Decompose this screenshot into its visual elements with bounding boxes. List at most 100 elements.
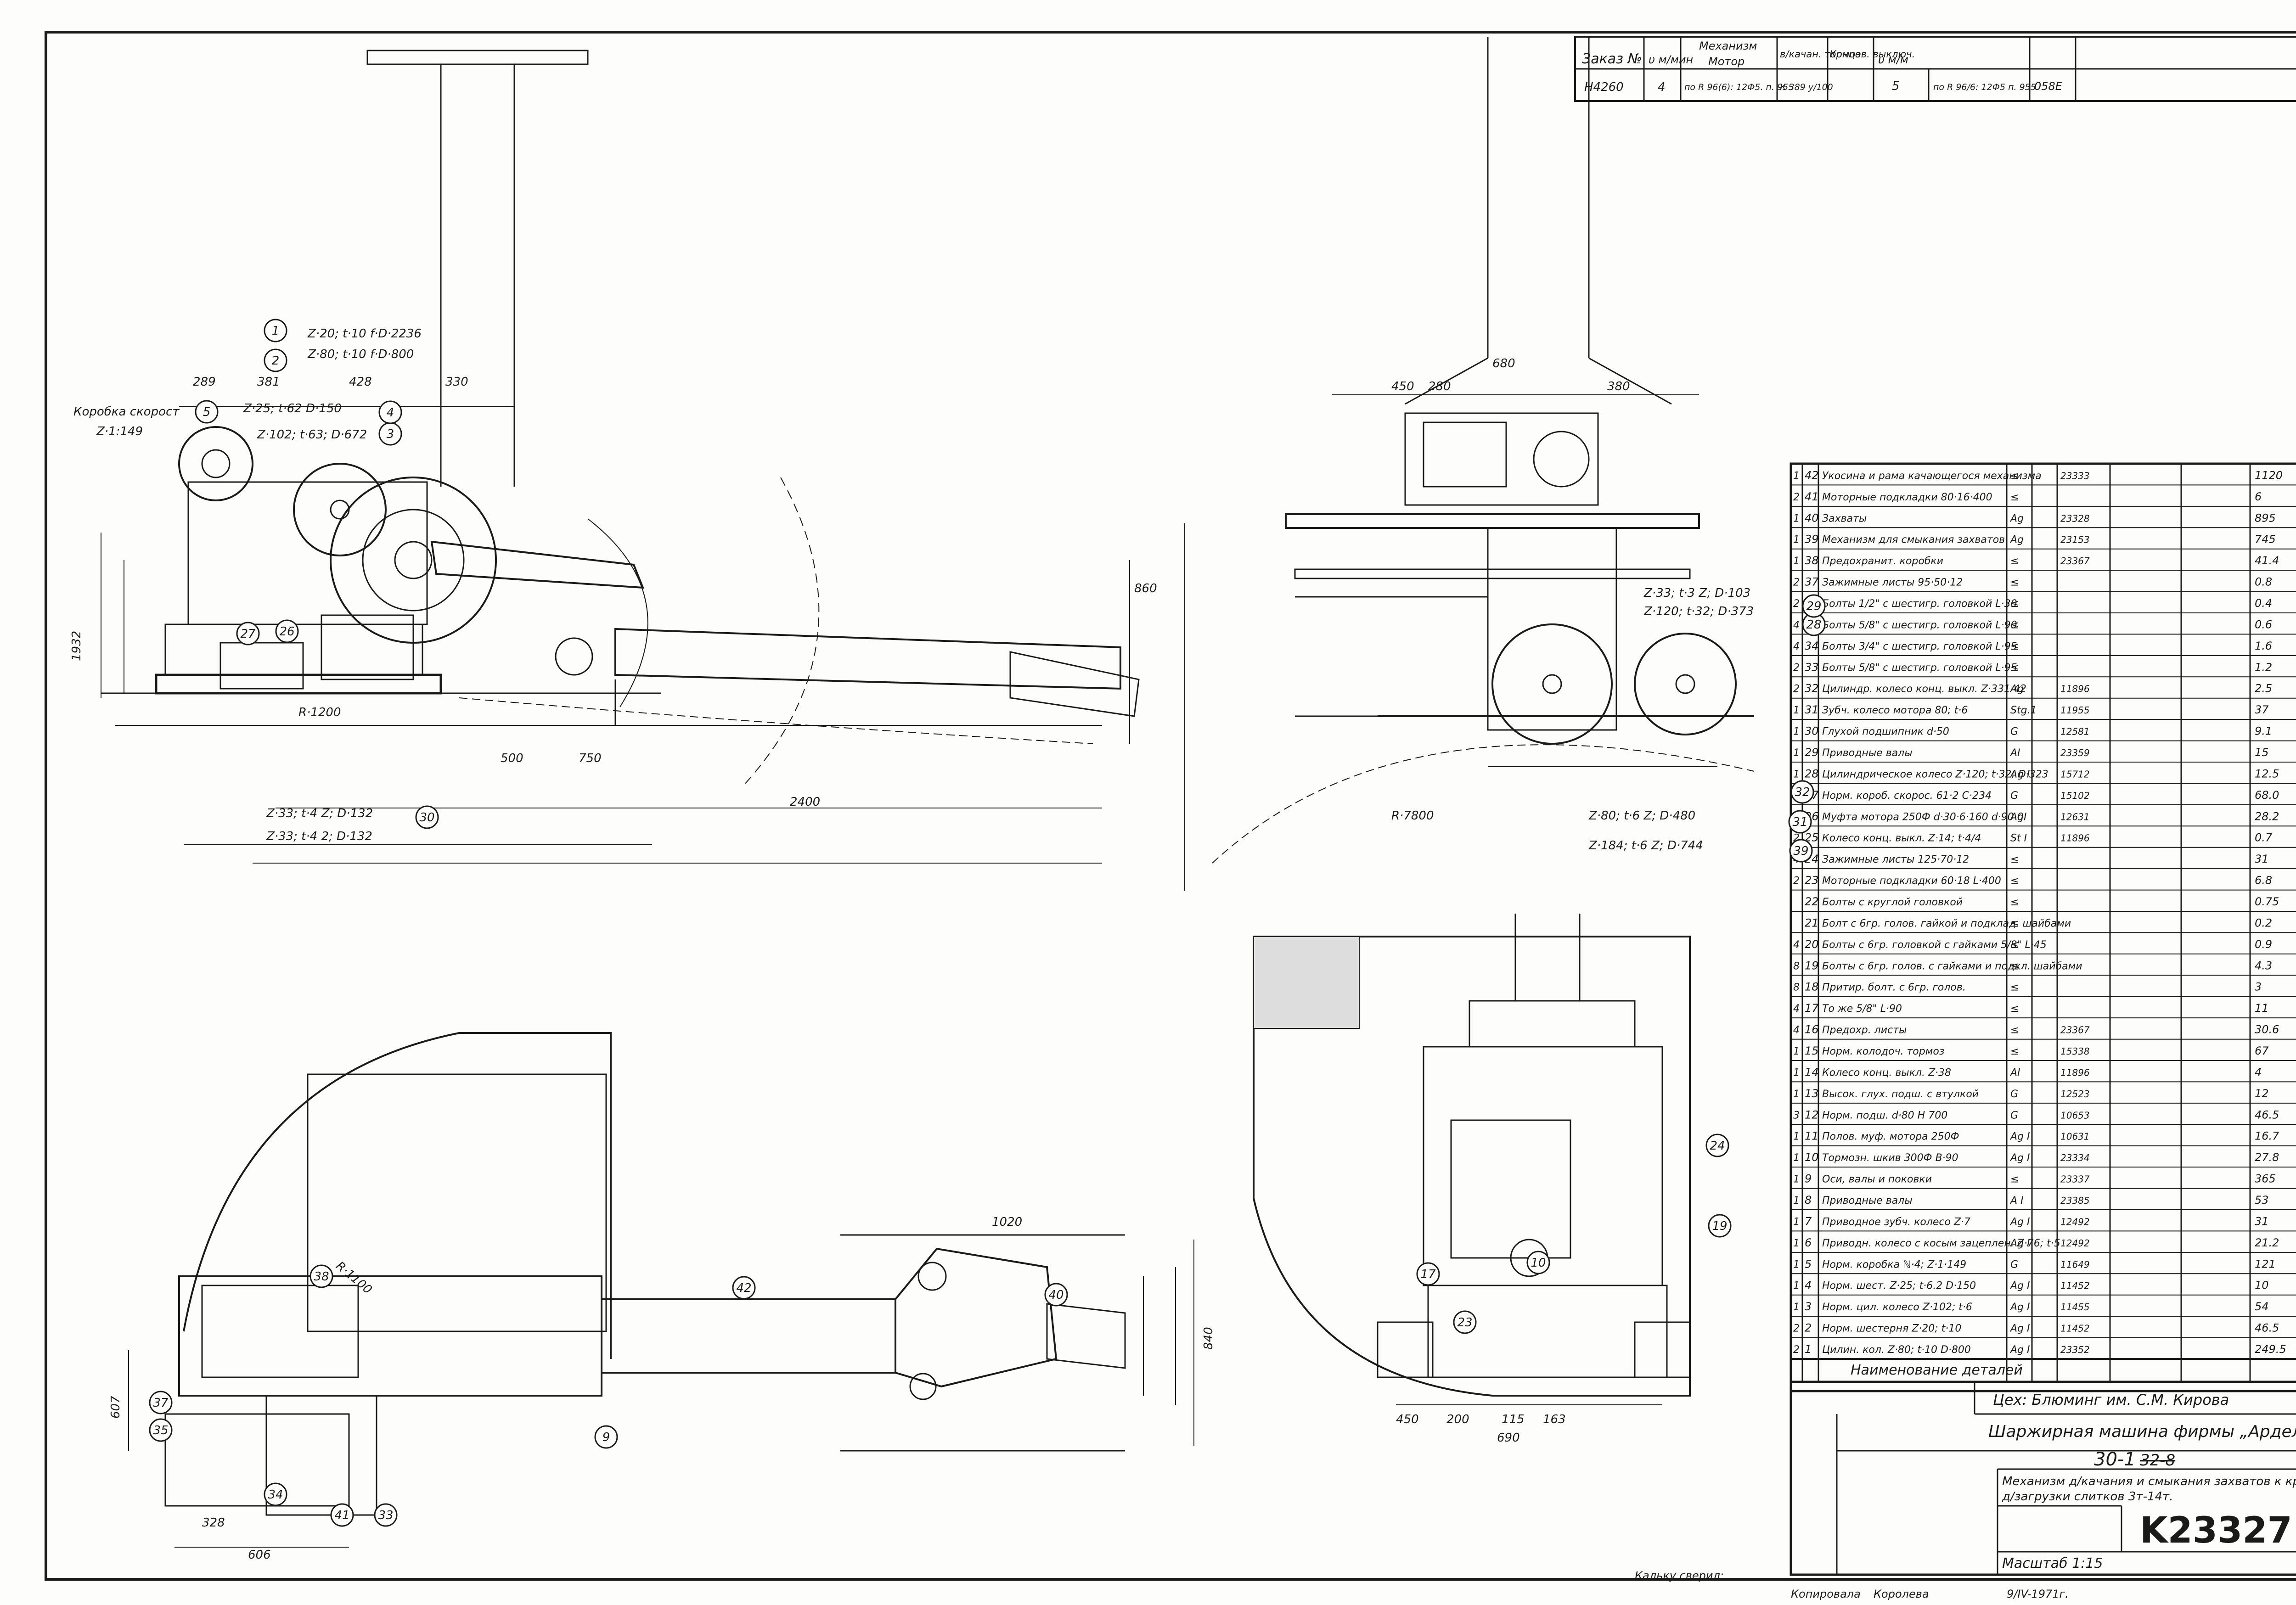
parts-cell-pos: 2 — [1793, 577, 1800, 589]
balloon-number: 37 — [153, 1396, 169, 1410]
parts-cell-n: 31 — [1805, 703, 1819, 716]
parts-cell-n: 34 — [1805, 640, 1819, 652]
parts-cell-name: Оси, валы и поковки — [1822, 1174, 1932, 1185]
parts-cell-m: 41.4 — [2255, 554, 2279, 567]
parts-cell-n: 40 — [1805, 511, 1819, 524]
parts-cell-name: Болты с 6гр. голов. с гайками и подкл. ш… — [1822, 960, 2082, 972]
order-header-motor: Мотор — [1708, 55, 1745, 68]
dim-450-b: 450 — [1396, 1413, 1419, 1426]
parts-cell-pos: 2 — [1793, 598, 1800, 610]
parts-cell-m: 0.8 — [2255, 576, 2272, 589]
balloon-number: 38 — [314, 1270, 329, 1284]
parts-cell-ref: 23328 — [2060, 513, 2090, 524]
balloon-circle — [1416, 1262, 1440, 1286]
label-gear-30b: Z·33; t·4 2; D·132 — [266, 830, 372, 843]
parts-cell-mat: Ag I — [2009, 769, 2030, 780]
side-view-labels: Коробка скорост Z·1:149 Z·20; t·10 f·D·2… — [70, 327, 1157, 843]
parts-cell-mat: Ag I — [2009, 1302, 2030, 1313]
dim-115: 115 — [1502, 1413, 1525, 1426]
parts-cell-ref: 12581 — [2060, 726, 2090, 737]
parts-cell-m: 16.7 — [2255, 1130, 2279, 1143]
footer-copied: Копировала — [1791, 1588, 1861, 1600]
parts-cell-pos: 1 — [1793, 1302, 1800, 1313]
balloon-circle — [330, 1503, 354, 1527]
parts-cell-n: 4 — [1805, 1279, 1812, 1292]
parts-cell-pos: 1 — [1793, 1089, 1800, 1100]
parts-cell-m: 27.8 — [2255, 1151, 2279, 1164]
parts-cell-pos: 1 — [1793, 513, 1800, 524]
balloon-circle — [374, 1503, 398, 1527]
footer-notes: Кальку сверил: Копировала Королева 9/IV-… — [1635, 1569, 2069, 1600]
parts-cell-m: 37 — [2255, 703, 2269, 716]
side-elevation-view — [101, 50, 1185, 891]
balloon-number: 1 — [272, 324, 280, 338]
parts-cell-name: Приводное зубч. колесо Z·7 — [1822, 1216, 1970, 1228]
balloon-circle — [264, 319, 287, 342]
parts-cell-m: 28.2 — [2255, 810, 2279, 823]
parts-cell-m: 365 — [2255, 1173, 2276, 1185]
parts-cell-mat: ≤ — [2010, 662, 2019, 673]
dim-428: 428 — [349, 375, 372, 389]
parts-cell-ref: 15338 — [2060, 1046, 2090, 1057]
dim-750: 750 — [579, 752, 602, 765]
parts-cell-pos: 1 — [1793, 1152, 1800, 1164]
footer-checked: Кальку сверил: — [1635, 1569, 1724, 1582]
balloon-number: 41 — [334, 1509, 349, 1522]
parts-cell-name: Моторные подкладки 60·18 L·400 — [1822, 875, 2001, 887]
order-cell-brake: К 389 у/100 — [1780, 82, 1833, 92]
label-gear-31: Z·80; t·6 Z; D·480 — [1588, 809, 1695, 823]
balloon-number: 3 — [387, 427, 394, 441]
balloon-number: 23 — [1457, 1316, 1472, 1330]
parts-cell-name: Приводные валы — [1822, 1195, 1913, 1207]
title-code-struck: 32-8 — [2140, 1451, 2175, 1470]
balloon-circle — [732, 1276, 756, 1300]
balloon-number: 39 — [1793, 844, 1808, 858]
sheet-number: K23327 — [2140, 1510, 2292, 1551]
dim-840: 840 — [1202, 1327, 1216, 1350]
order-cell-number: Н4260 — [1584, 80, 1624, 94]
parts-cell-pos: 1 — [1793, 1067, 1800, 1078]
balloon-number: 33 — [378, 1509, 393, 1522]
parts-cell-n: 9 — [1805, 1173, 1812, 1185]
footer-date: 9/IV-1971г. — [2007, 1588, 2069, 1600]
label-gear-2: Z·80; t·10 f·D·800 — [307, 348, 414, 361]
parts-cell-name: Глухой подшипник d·50 — [1822, 726, 1949, 738]
parts-cell-m: 0.4 — [2255, 597, 2272, 610]
parts-cell-name: То же 5/8" L·90 — [1822, 1003, 1902, 1015]
parts-footer-label: Наименование деталей — [1851, 1362, 2023, 1378]
parts-cell-name: Муфта мотора 250Ф d·30·6·160 d·90·0 — [1822, 811, 2024, 823]
order-header-mechanism: Механизм — [1699, 39, 1757, 52]
parts-cell-m: 1.2 — [2255, 661, 2272, 673]
parts-cell-pos: 1 — [1793, 1131, 1800, 1143]
parts-cell-m: 31 — [2255, 1215, 2269, 1228]
dim-330: 330 — [445, 375, 468, 389]
parts-cell-ref: 23337 — [2060, 1174, 2090, 1185]
parts-cell-n: 3 — [1805, 1300, 1812, 1313]
parts-cell-mat: ≤ — [2010, 982, 2019, 993]
parts-cell-name: Норм. коробка ℕ·4; Z·1·149 — [1822, 1259, 1966, 1270]
parts-cell-name: Колесо конц. выкл. Z·14; t·4/4 — [1822, 833, 1981, 844]
parts-cell-mat: Ag I — [2009, 1152, 2030, 1164]
parts-cell-mat: AI — [2009, 1067, 2020, 1078]
parts-cell-name: Предохр. листы — [1822, 1025, 1907, 1036]
parts-cell-ref: 23359 — [2060, 747, 2090, 758]
parts-cell-pos: 1 — [1793, 1238, 1800, 1249]
parts-cell-m: 0.7 — [2255, 831, 2273, 844]
parts-cell-name: Болты 1/2" с шестигр. головкой L·30 — [1822, 598, 2017, 610]
parts-cell-pos: 1 — [1793, 1259, 1800, 1270]
parts-cell-mat: ≤ — [2010, 641, 2019, 652]
end-section-view — [1253, 914, 1691, 1405]
dim-1932: 1932 — [70, 631, 84, 661]
parts-cell-ref: 10653 — [2060, 1110, 2090, 1121]
end-elevation-view — [1212, 37, 1755, 864]
parts-cell-m: 895 — [2255, 511, 2276, 524]
parts-cell-mat: ≤ — [2010, 1003, 2019, 1015]
parts-cell-name: Болты 5/8" с шестигр. головкой L·95 — [1822, 662, 2017, 673]
parts-cell-mat: ≤ — [2010, 875, 2019, 887]
parts-cell-mat: ≤ — [2010, 556, 2019, 567]
parts-cell-m: 0.2 — [2255, 916, 2272, 929]
dim-380: 380 — [1607, 380, 1630, 393]
parts-cell-n: 22 — [1805, 895, 1819, 908]
